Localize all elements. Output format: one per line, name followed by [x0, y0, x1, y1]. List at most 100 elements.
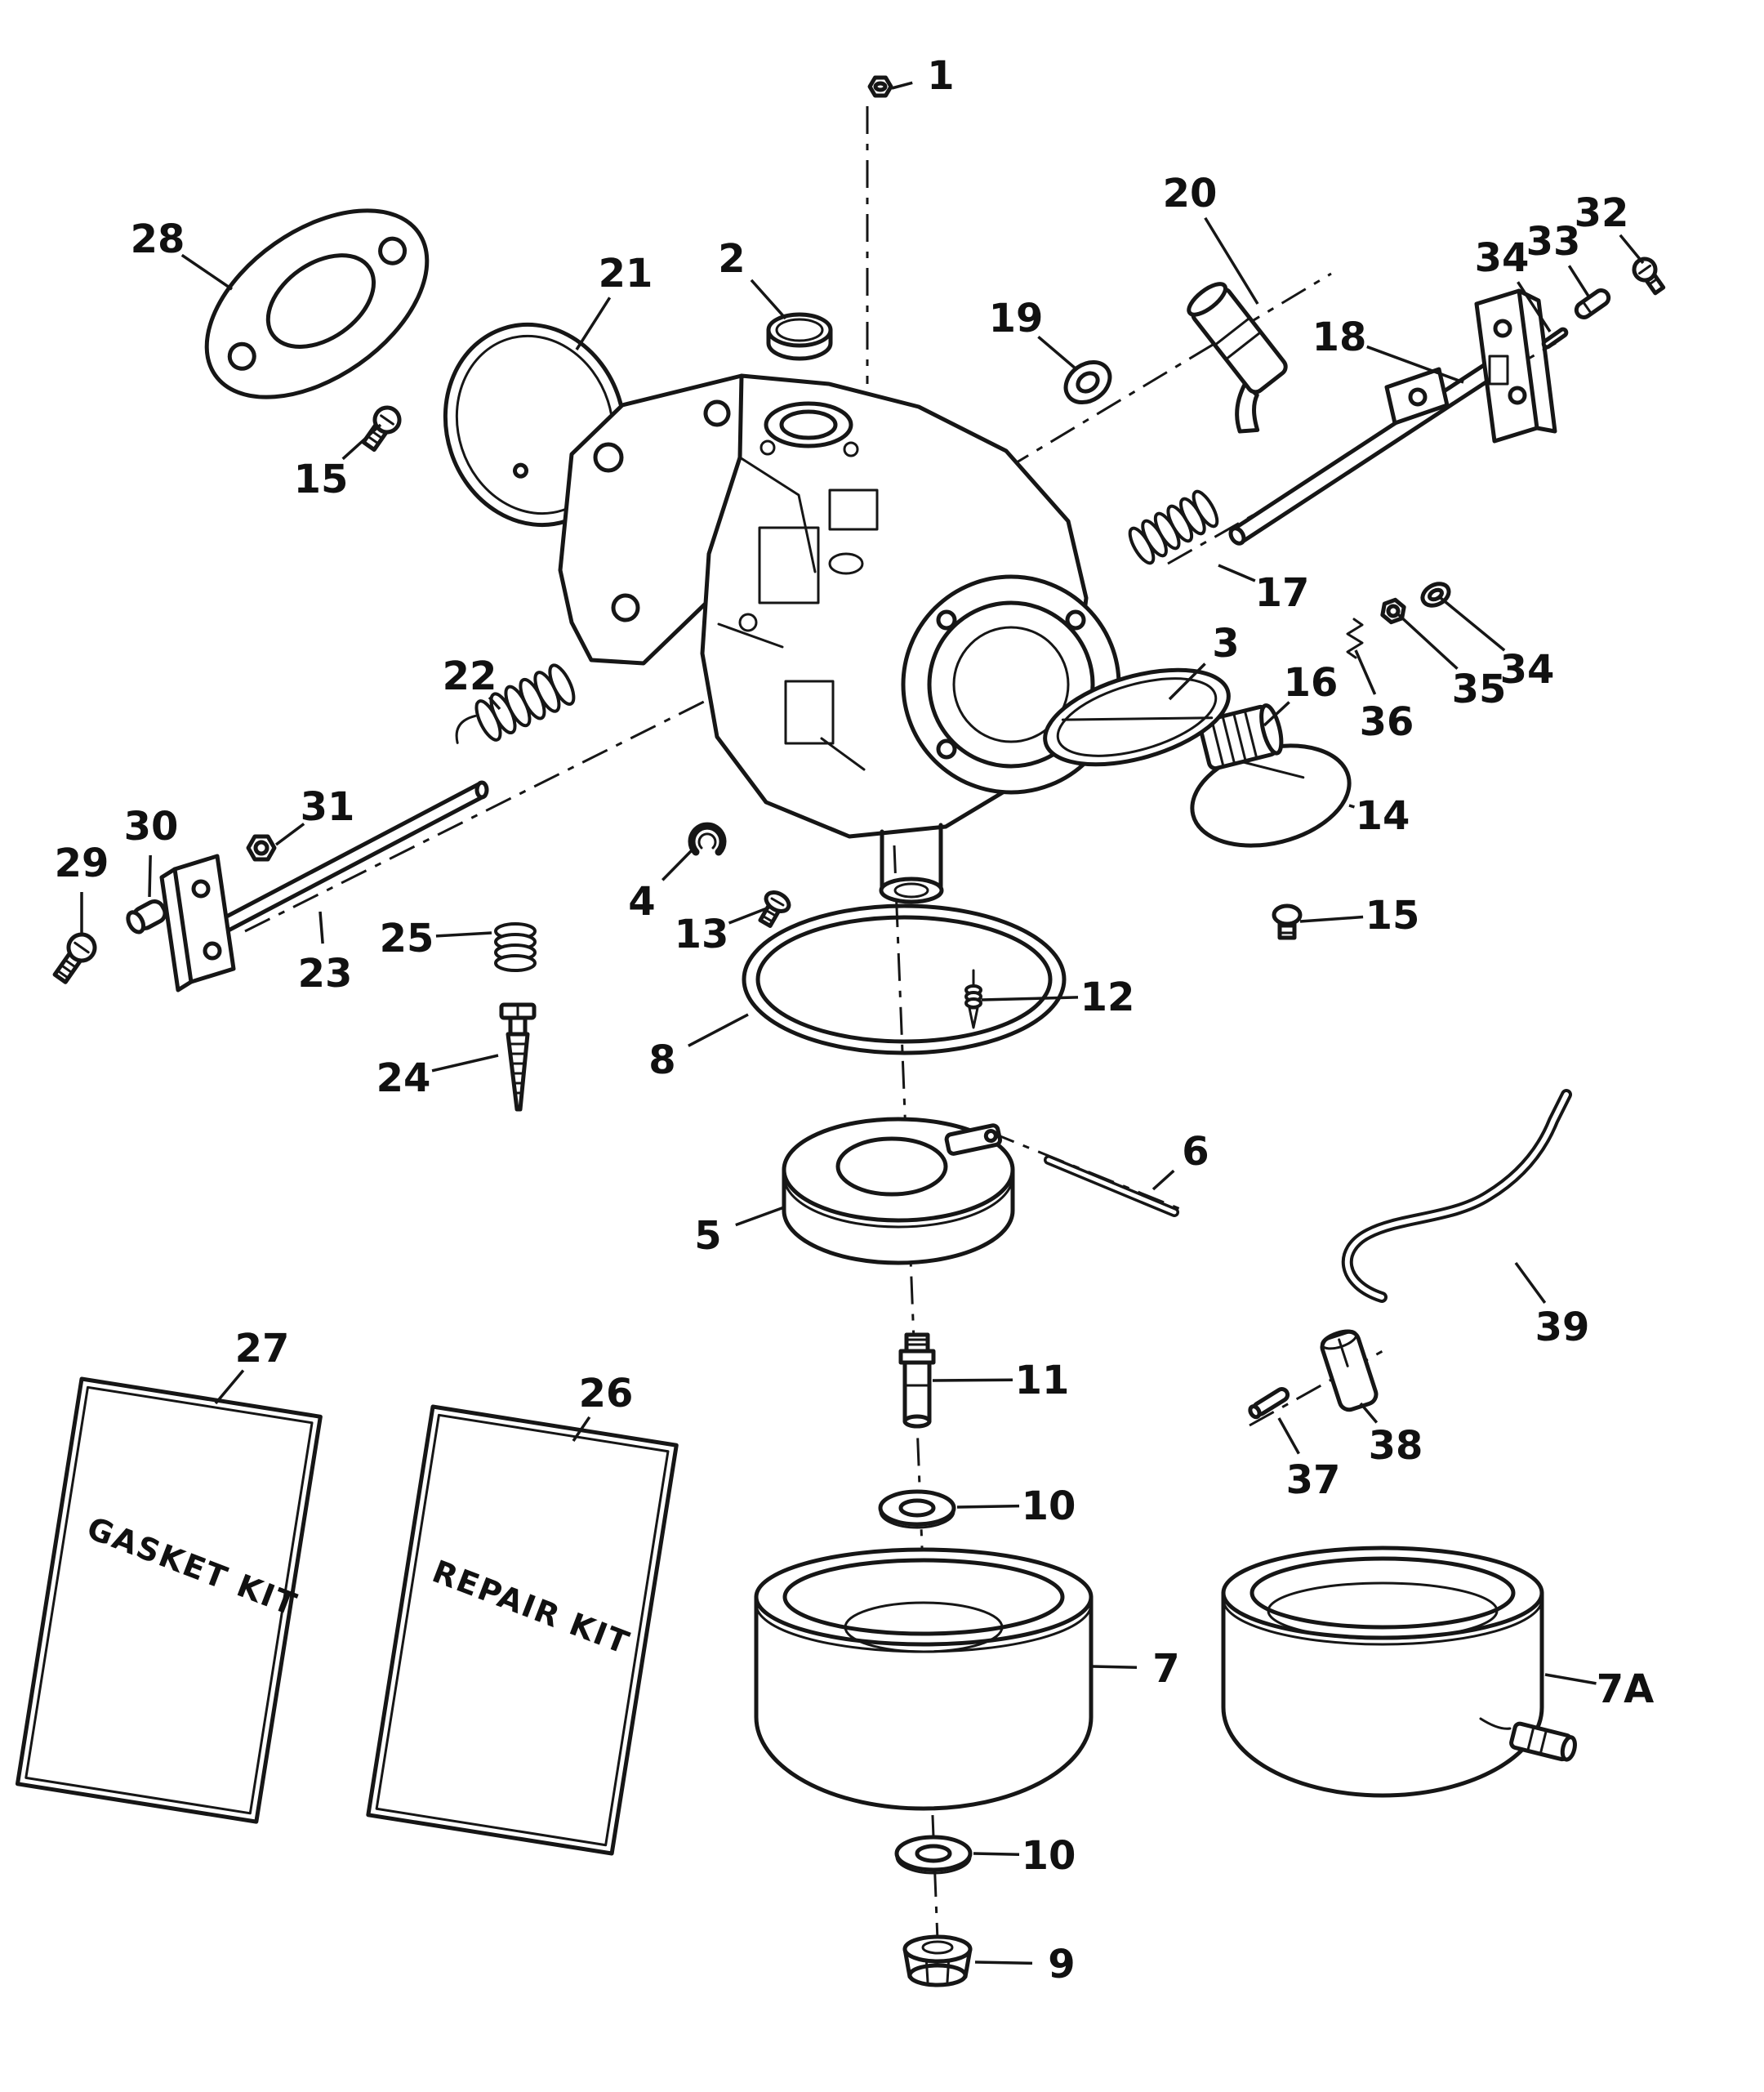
callout-leader-18-20 — [1366, 345, 1464, 384]
part-callout-25-27: 25 — [380, 916, 434, 961]
part-callout-13-14: 13 — [675, 912, 729, 957]
part-spring-25 — [494, 922, 537, 972]
part-callout-10-11: 10 — [1022, 1833, 1076, 1879]
part-screw-32 — [1632, 256, 1666, 296]
callout-leader-14-15 — [1348, 804, 1355, 809]
part-throttle-shaft-18 — [1228, 288, 1557, 546]
part-float-bowl-7a — [1221, 1546, 1577, 1798]
callout-leader-7A-7 — [1544, 1673, 1597, 1685]
part-callout-34-37: 34 — [1500, 647, 1555, 693]
part-float-bowl-7 — [754, 1547, 1094, 1811]
part-callout-1-0: 1 — [927, 53, 954, 99]
part-spring-17 — [1128, 489, 1219, 565]
callout-leader-13-14 — [728, 905, 772, 925]
part-needle-12 — [964, 969, 982, 1029]
part-pin-34-top — [1541, 327, 1569, 350]
callout-leader-5-4 — [735, 1206, 785, 1227]
part-callout-33-35: 33 — [1526, 219, 1581, 265]
part-callout-14-15: 14 — [1356, 793, 1410, 839]
callout-leader-23-25 — [318, 911, 324, 944]
part-callout-37-40: 37 — [1286, 1457, 1341, 1503]
part-float-5 — [782, 1117, 1015, 1265]
part-callout-11-12: 11 — [1015, 1358, 1070, 1403]
callout-leader-2-1 — [750, 279, 787, 320]
part-screw-29 — [52, 932, 97, 984]
callout-leader-10-11 — [973, 1852, 1020, 1856]
part-callout-20-22: 20 — [1163, 171, 1218, 216]
part-callout-38-41: 38 — [1369, 1423, 1423, 1469]
callout-leader-22-24 — [488, 696, 501, 711]
part-callout-16-18: 16 — [1284, 660, 1339, 706]
part-washer-10-upper — [878, 1489, 956, 1529]
part-callout-4-3: 4 — [628, 879, 655, 925]
gasket-kit-manual: GASKET KIT — [15, 1376, 323, 1824]
callout-leader-27-29 — [214, 1369, 245, 1405]
callout-leader-33-35 — [1567, 265, 1591, 298]
callout-leader-12-13 — [981, 996, 1079, 1001]
part-callout-10-10: 10 — [1022, 1483, 1076, 1529]
callout-leader-17-19 — [1218, 564, 1256, 582]
part-callout-15-16: 15 — [294, 457, 349, 502]
callout-leader-31-33 — [274, 823, 305, 846]
part-callout-30-32: 30 — [124, 804, 179, 850]
callout-leader-34-37 — [1439, 596, 1506, 652]
callout-leader-6-5 — [1152, 1169, 1175, 1191]
part-throttle-plate-3 — [1043, 667, 1231, 767]
callout-leader-21-23 — [575, 297, 612, 350]
part-callout-8-8: 8 — [648, 1037, 675, 1083]
part-lever-rod-23 — [159, 780, 489, 992]
part-callout-15-17: 15 — [1365, 893, 1420, 939]
part-disc-14 — [1190, 743, 1352, 848]
callout-leader-1-0 — [891, 81, 913, 90]
callout-leader-25-27 — [435, 931, 492, 938]
part-screw-15-right — [1272, 903, 1303, 940]
callout-leader-37-40 — [1277, 1417, 1300, 1455]
callout-leader-32-34 — [1619, 234, 1645, 265]
part-callout-29-31: 29 — [55, 841, 109, 886]
callout-leader-3-2 — [1168, 662, 1206, 701]
callout-leader-16-18 — [1263, 701, 1290, 727]
part-callout-2-1: 2 — [718, 236, 745, 282]
part-callout-39-42: 39 — [1535, 1305, 1590, 1350]
part-callout-27-29: 27 — [235, 1326, 290, 1372]
callout-leader-10-10 — [956, 1504, 1020, 1509]
part-float-pin-6 — [1044, 1155, 1179, 1217]
part-callout-12-13: 12 — [1080, 975, 1135, 1020]
part-callout-23-25: 23 — [298, 951, 353, 997]
part-callout-18-20: 18 — [1312, 314, 1367, 360]
part-callout-32-34: 32 — [1575, 190, 1629, 236]
callout-leader-28-30 — [180, 253, 233, 291]
part-piston-16 — [1198, 703, 1284, 771]
part-idle-screw-24 — [499, 1002, 537, 1112]
part-screw-15-left — [361, 405, 402, 453]
callout-leader-30-32 — [148, 854, 152, 898]
callout-leader-39-42 — [1514, 1261, 1547, 1304]
part-callout-7-6: 7 — [1152, 1646, 1179, 1692]
part-screw-13 — [758, 890, 791, 928]
part-grommet-19 — [1063, 359, 1112, 405]
part-callout-7A-7: 7A — [1597, 1666, 1655, 1712]
callout-leader-15-16 — [341, 423, 382, 461]
part-fuel-fitting-20 — [1187, 282, 1288, 434]
part-spring-22 — [455, 663, 576, 744]
part-nut-31 — [246, 834, 277, 862]
part-spring-36 — [1346, 618, 1364, 659]
part-clip-4 — [688, 822, 727, 856]
callout-leader-38-41 — [1359, 1402, 1379, 1424]
part-sleeve-33 — [1574, 288, 1611, 319]
part-callout-22-24: 22 — [443, 653, 497, 699]
part-sleeve-38 — [1320, 1329, 1379, 1412]
part-callout-21-23: 21 — [599, 251, 653, 297]
part-callout-36-39: 36 — [1360, 699, 1414, 745]
callout-leader-36-39 — [1354, 649, 1377, 695]
part-callout-34-36: 34 — [1475, 235, 1530, 281]
part-drain-plug-9 — [902, 1934, 973, 1987]
callout-leader-26-28 — [572, 1416, 591, 1442]
part-callout-35-38: 35 — [1452, 667, 1507, 712]
part-washer-10-lower — [894, 1835, 973, 1875]
repair-kit-manual: REPAIR KIT — [366, 1404, 679, 1856]
callout-leader-20-22 — [1204, 216, 1259, 305]
part-callout-24-26: 24 — [376, 1055, 431, 1101]
